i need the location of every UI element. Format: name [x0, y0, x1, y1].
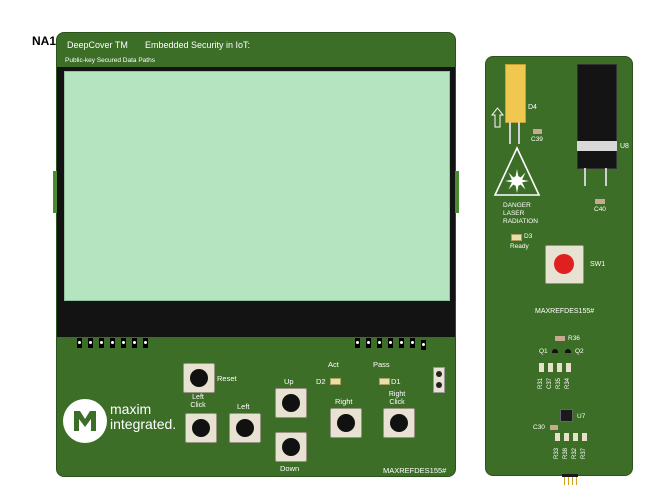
c37-component	[548, 363, 553, 372]
r36-label: R36	[568, 335, 580, 342]
u8-label: U8	[620, 143, 629, 150]
r37-component	[582, 433, 587, 441]
d1-led	[379, 378, 390, 385]
subheader: Public-key Secured Data Paths	[65, 57, 155, 64]
r38-label: R38	[563, 447, 569, 459]
logo-line1: maxim	[110, 401, 152, 417]
sensor-board: D4 C39 U8 DANGER LASER RADIATION C40 D3 …	[485, 56, 633, 476]
warning-line-3: RADIATION	[503, 218, 538, 225]
d1-label: D1	[391, 377, 401, 386]
main-part-number: MAXREFDES155#	[383, 466, 447, 475]
r33-component	[555, 433, 560, 441]
up-button[interactable]	[275, 388, 307, 418]
down-button[interactable]	[275, 432, 307, 462]
act-label: Act	[328, 360, 339, 369]
right-edge-tab	[455, 171, 459, 213]
u8-lead-2	[605, 168, 607, 186]
down-label: Down	[280, 464, 300, 473]
reset-button[interactable]	[183, 363, 215, 393]
left-edge-tab	[53, 171, 57, 213]
main-board: DeepCover TM Embedded Security in IoT: P…	[53, 32, 459, 477]
r34-component	[566, 363, 571, 372]
laser-warning-icon	[493, 146, 541, 196]
header-right: Embedded Security in IoT:	[145, 40, 251, 50]
r34-label: R34	[565, 377, 571, 389]
r31-component	[539, 363, 544, 372]
lcd-screen	[64, 71, 450, 301]
q2-component	[565, 349, 571, 353]
d2-led	[330, 378, 341, 385]
left-label: Left	[237, 402, 250, 411]
u8-lead-1	[584, 168, 586, 186]
c30-label: C30	[533, 424, 545, 431]
u7-chip	[560, 409, 573, 422]
sensor-connector	[562, 474, 578, 486]
logo-line2: integrated.	[110, 416, 177, 432]
r38-component	[564, 433, 569, 441]
laser-leads	[509, 122, 511, 144]
d3-led	[511, 234, 522, 241]
left-click-label: Left Click	[190, 394, 206, 409]
r32-label: R32	[572, 447, 578, 459]
laser-lead-2	[518, 122, 520, 144]
c40-label: C40	[594, 206, 606, 213]
q1-component	[552, 349, 558, 353]
c30-component	[550, 425, 558, 430]
c37-label: C37	[547, 377, 553, 389]
connector-header	[433, 367, 445, 393]
warning-line-2: LASER	[503, 210, 525, 217]
left-click-button[interactable]	[185, 413, 217, 443]
pass-label: Pass	[373, 360, 390, 369]
r33-label: R33	[554, 447, 560, 459]
warning-line-1: DANGER	[503, 202, 531, 209]
maxim-logo-icon	[74, 411, 96, 431]
q1-label: Q1	[539, 348, 548, 355]
right-button[interactable]	[330, 408, 362, 438]
sensor-part-number: MAXREFDES155#	[535, 308, 595, 315]
r35-label: R35	[556, 377, 562, 389]
c40-component	[595, 199, 605, 204]
sw1-label: SW1	[590, 261, 606, 268]
c39-component	[533, 129, 542, 134]
u8-band	[577, 141, 617, 151]
ready-label: Ready	[510, 243, 529, 250]
up-arrow-icon	[491, 107, 504, 128]
u7-label: U7	[577, 413, 586, 420]
r31-label: R31	[538, 377, 544, 389]
header-left: DeepCover TM	[67, 40, 128, 50]
d4-label: D4	[528, 104, 537, 111]
right-click-button[interactable]	[383, 408, 415, 438]
r32-component	[573, 433, 578, 441]
c39-label: C39	[531, 136, 543, 143]
reset-label: Reset	[217, 374, 237, 383]
sw1-button[interactable]	[545, 245, 584, 284]
display-module	[57, 67, 455, 337]
right-label: Right	[335, 397, 353, 406]
q2-label: Q2	[575, 348, 584, 355]
r37-label: R37	[581, 447, 587, 459]
corner-label: NA1	[32, 34, 57, 48]
laser-diode-d4	[505, 64, 526, 123]
up-label: Up	[284, 377, 294, 386]
d3-label: D3	[524, 233, 533, 240]
right-click-label: Right Click	[388, 391, 406, 406]
maxim-logo	[63, 399, 107, 443]
u8-module	[577, 64, 617, 169]
left-button[interactable]	[229, 413, 261, 443]
d2-label: D2	[316, 377, 326, 386]
r35-component	[557, 363, 562, 372]
r36-component	[555, 336, 565, 341]
